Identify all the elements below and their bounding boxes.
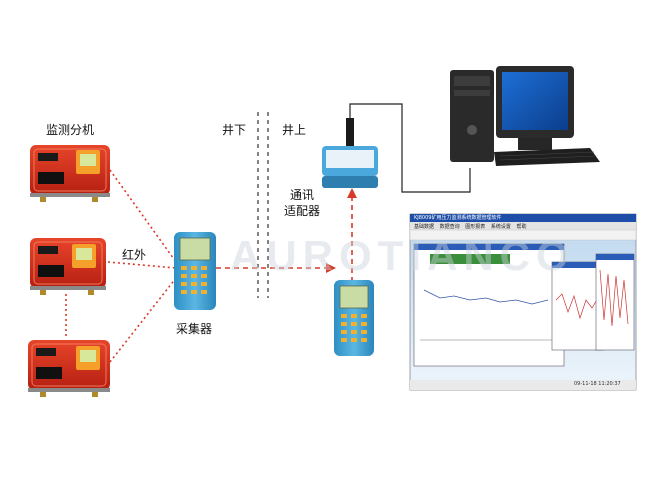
comm-adapter-device xyxy=(322,118,378,188)
screen-menu: 基础数据 数据查询 图形报表 系统设置 帮助 xyxy=(414,223,526,230)
adapter-cable xyxy=(349,103,471,193)
label-comm-adapter-1: 通讯 xyxy=(290,188,315,202)
label-aboveground: 井上 xyxy=(282,123,307,137)
monitor-unit-3 xyxy=(28,340,110,397)
screen-menu-item[interactable]: 基础数据 xyxy=(414,224,435,230)
transfer-arrow xyxy=(326,263,336,273)
screen-menu-item[interactable]: 帮助 xyxy=(516,224,527,230)
screen-status: 09-11-18 11:20:37 xyxy=(574,381,621,387)
collector-device xyxy=(174,232,216,310)
label-monitor-unit: 监测分机 xyxy=(46,123,95,137)
label-collector: 采集器 xyxy=(176,322,213,336)
label-infrared: 红外 xyxy=(122,248,147,262)
link-middle xyxy=(107,261,177,269)
screen-menu-item[interactable]: 系统设置 xyxy=(490,224,511,230)
screen-menu-item[interactable]: 图形报表 xyxy=(465,224,486,230)
screen-title: KJ8009矿用压力监测系统数据管理软件 xyxy=(414,215,502,221)
upload-arrow xyxy=(347,188,357,198)
watermark: AUROTIANCO xyxy=(230,232,575,279)
screen-menu-item[interactable]: 数据查询 xyxy=(439,224,460,230)
handheld-device xyxy=(334,280,374,356)
link-bottom xyxy=(109,277,177,363)
software-screenshot xyxy=(409,213,637,391)
monitor-unit-2 xyxy=(30,238,106,295)
monitor-unit-1 xyxy=(30,145,110,202)
label-comm-adapter-2: 适配器 xyxy=(284,204,321,218)
desktop-pc xyxy=(450,66,600,166)
link-top xyxy=(109,169,177,263)
label-underground: 井下 xyxy=(222,123,247,137)
